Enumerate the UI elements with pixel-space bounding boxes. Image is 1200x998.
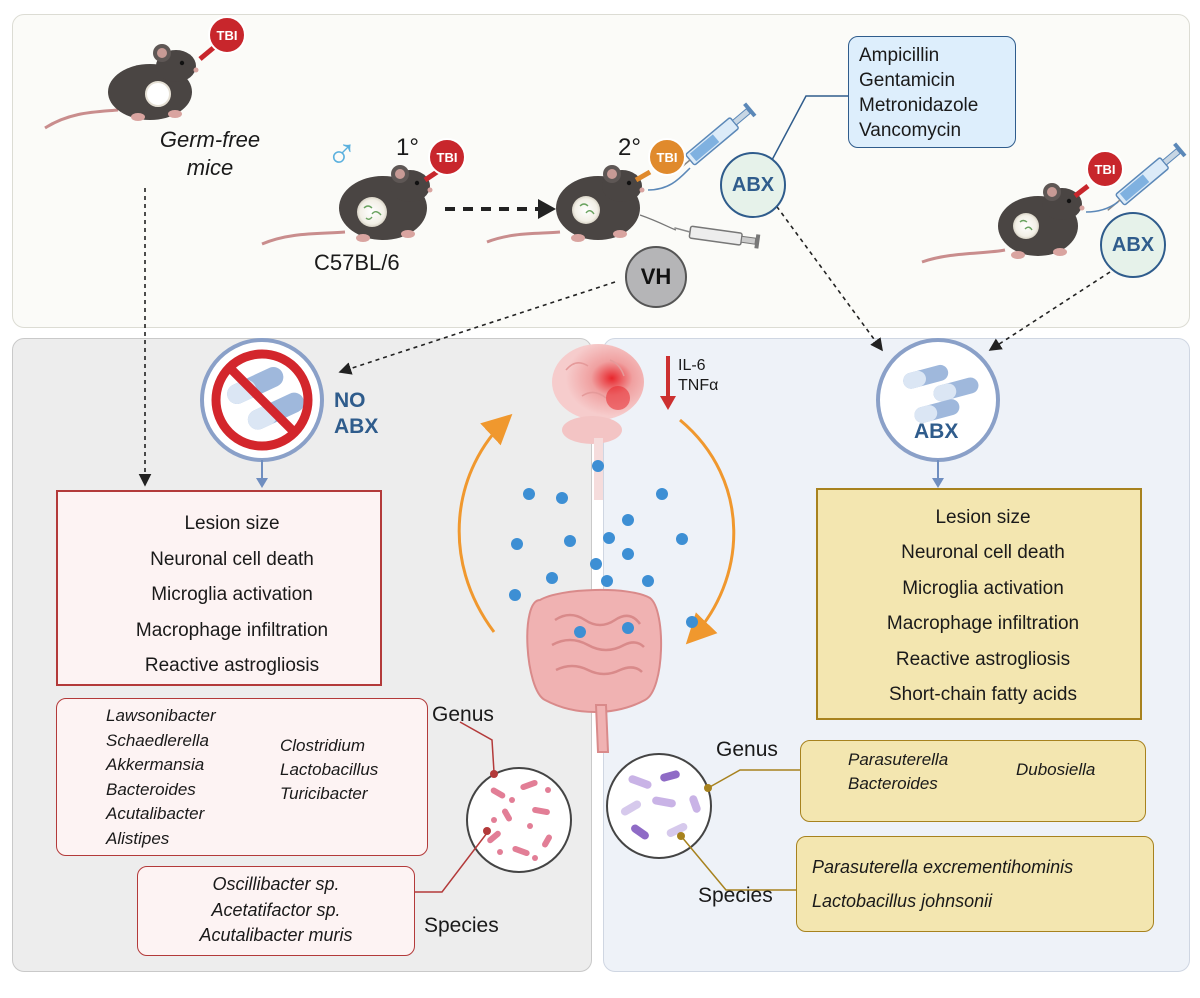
antibiotic-item: Metronidazole	[859, 95, 979, 116]
left-genus-box	[56, 698, 428, 856]
right-species-pointer	[680, 835, 796, 891]
genus-item: Lactobacillus	[280, 760, 379, 779]
left-species-box	[137, 866, 415, 956]
genus-item: Dubosiella	[1016, 760, 1096, 779]
right-genus-pointer	[707, 769, 800, 789]
outcome-item: Macrophage infiltration	[886, 613, 1080, 635]
no-abx-label: NO ABX	[334, 389, 379, 438]
species-item: Acetatifactor sp.	[211, 899, 341, 920]
outcome-item: Microglia activation	[151, 584, 313, 605]
tbi-badge-germfree: TBI	[208, 16, 246, 54]
outcome-item: Reactive astrogliosis	[144, 655, 320, 676]
gut-to-brain-arrow	[457, 413, 513, 633]
genus-item: Akkermansia	[106, 755, 205, 774]
right-microbiota-circle	[606, 753, 712, 859]
genus-item: Acutalibacter	[106, 804, 205, 823]
antibiotic-item: Gentamicin	[859, 70, 956, 91]
germ-free-label: Germ-free mice	[159, 127, 261, 180]
outcome-item: Short-chain fatty acids	[889, 684, 1077, 706]
strain-label: C57BL/6	[314, 250, 400, 275]
abx-treated-mouse	[921, 183, 1090, 264]
second-tbi-mouse	[486, 165, 652, 244]
left-outcomes-box	[56, 490, 382, 686]
left-species-list: Oscillibacter sp. Acetatifactor sp. Acut…	[140, 872, 412, 949]
left-genus-down-list: Clostridium Lactobacillus Turicibacter	[280, 734, 378, 806]
metabolite-dots	[509, 460, 698, 638]
second-hit-label: 2°	[618, 134, 641, 161]
genus-item: Schaedlerella	[106, 730, 210, 750]
right-outcomes-list: Lesion size Neuronal cell death Microgli…	[852, 500, 1114, 712]
c57bl6-mouse	[261, 165, 442, 246]
right-species-list: Parasuterella excrementihominis Lactobac…	[812, 850, 1073, 918]
left-outcomes-list: Lesion size Neuronal cell death Microgli…	[94, 506, 370, 684]
right-genus-label: Genus	[716, 738, 778, 761]
species-item: Oscillibacter sp.	[212, 874, 340, 894]
left-genus-pointer	[459, 721, 495, 773]
vh-vehicle-badge: VH	[625, 246, 687, 308]
genus-item: Lawsonibacter	[106, 706, 216, 725]
outcome-item: Neuronal cell death	[150, 548, 314, 570]
genus-item: Clostridium	[280, 736, 366, 755]
no-abx-symbol	[200, 338, 324, 462]
abx-label: ABX	[914, 420, 959, 443]
abx-symbol	[876, 338, 1000, 462]
antibiotic-item: Ampicillin	[859, 45, 940, 66]
antibiotics-list: Ampicillin Gentamicin Metronidazole Vanc…	[848, 36, 1016, 148]
left-genus-label: Genus	[432, 703, 494, 726]
species-item: Parasuterella excrementihominis	[812, 857, 1074, 877]
abx-badge-right: ABX	[1100, 212, 1166, 278]
right-genus-down-list: Dubosiella	[1016, 760, 1095, 780]
genus-item: Bacteroides	[848, 774, 938, 793]
right-genus-up-list: Parasuterella Bacteroides	[848, 748, 948, 796]
outcome-item: Macrophage infiltration	[135, 619, 329, 641]
abx-to-treatment-arrow	[771, 199, 883, 352]
syringe-right	[1085, 142, 1187, 213]
syringe-abx	[647, 102, 757, 191]
abx-badge-top: ABX	[720, 152, 786, 218]
right-genus-box	[800, 740, 1146, 822]
right-outcomes-box	[816, 488, 1142, 720]
brain-illustration	[552, 344, 644, 500]
transition-arrowhead	[538, 199, 556, 219]
tbi-badge-first: TBI	[428, 138, 466, 176]
genus-item: Alistipes	[106, 828, 170, 848]
tbi-badge-right: TBI	[1086, 150, 1124, 188]
male-symbol: ♂	[326, 130, 358, 177]
cytokine-labels: IL-6 TNFα	[678, 357, 719, 394]
outcome-item: Reactive astrogliosis	[895, 648, 1071, 670]
first-hit-label: 1°	[396, 134, 419, 161]
vh-to-noabx-arrow	[338, 281, 616, 375]
tbi-badge-second: TBI	[648, 138, 686, 176]
syringe-vh	[639, 214, 761, 249]
left-species-pointer	[414, 832, 488, 893]
left-genus-up-list: Lawsonibacter Schaedlerella Akkermansia …	[106, 704, 216, 851]
antibiotic-item: Vancomycin	[859, 120, 962, 141]
right-species-label: Species	[698, 884, 773, 907]
genus-item: Turicibacter	[280, 784, 368, 803]
genus-item: Bacteroides	[106, 779, 196, 799]
outcome-item: Microglia activation	[902, 577, 1064, 599]
outcome-item: Lesion size	[935, 507, 1031, 528]
gut-illustration	[526, 588, 663, 753]
genus-item: Parasuterella	[848, 750, 949, 769]
germ-free-mouse	[44, 42, 220, 130]
right-abx-to-treatment-arrow	[988, 271, 1111, 351]
left-species-label: Species	[424, 914, 499, 937]
abx-callout-line	[771, 95, 852, 161]
left-microbiota-circle	[466, 767, 572, 873]
right-species-box	[796, 836, 1154, 932]
species-item: Lactobacillus johnsonii	[812, 891, 993, 911]
outcome-item: Lesion size	[184, 513, 280, 534]
brain-to-gut-arrow	[679, 418, 736, 645]
outcome-item: Neuronal cell death	[901, 542, 1065, 564]
species-item: Acutalibacter muris	[199, 925, 353, 945]
